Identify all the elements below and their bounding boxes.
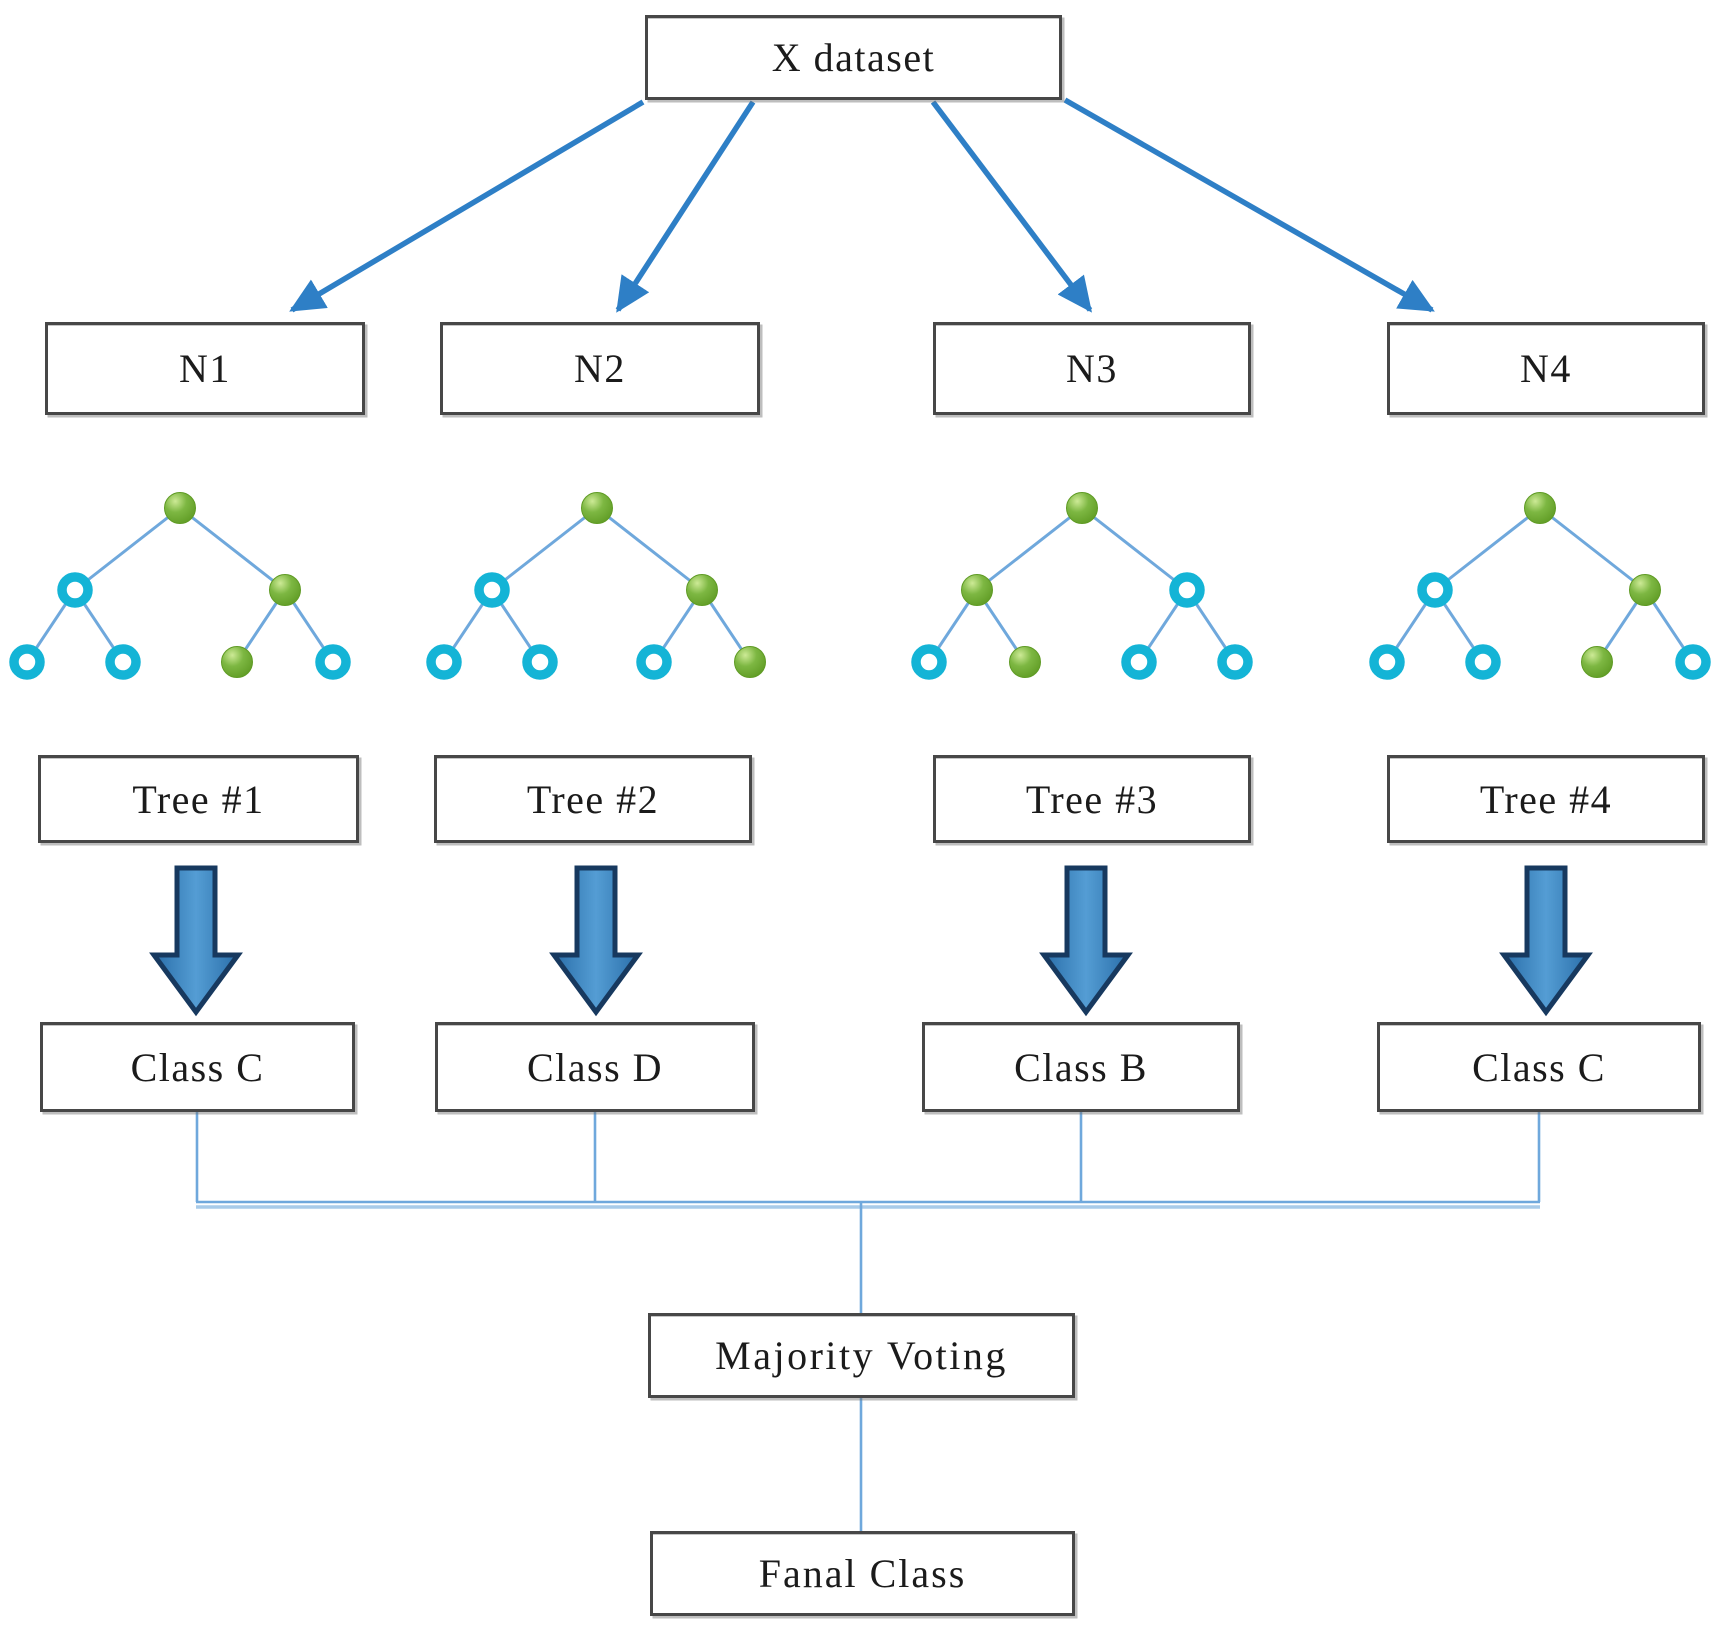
tree-box-3: Tree #3 <box>933 755 1251 843</box>
dataset-to-n1-arrow <box>289 99 645 313</box>
tree-branch-line <box>179 506 286 592</box>
class-box-4: Class C <box>1377 1022 1701 1112</box>
sample-box-n1: N1 <box>45 322 365 415</box>
tree-node-cyan <box>315 644 351 680</box>
tree-node-cyan <box>1217 644 1253 680</box>
decision-tree-3 <box>911 492 1253 680</box>
class-label-1: Class C <box>130 1044 265 1090</box>
tree-node-green <box>961 574 993 606</box>
tree-box-4: Tree #4 <box>1387 755 1705 843</box>
dataset-to-n4-arrow <box>1063 97 1435 313</box>
tree-label-4: Tree #4 <box>1479 776 1613 822</box>
class-box-2: Class D <box>435 1022 755 1112</box>
sample-box-n4: N4 <box>1387 322 1705 415</box>
sample-label-n1: N1 <box>179 346 231 391</box>
decision-tree-2 <box>426 492 766 680</box>
tree-node-cyan <box>57 572 93 608</box>
tree-node-cyan <box>1169 572 1205 608</box>
class-box-3: Class B <box>922 1022 1240 1112</box>
tree-label-1: Tree #1 <box>132 776 265 822</box>
final-class-box: Fanal Class <box>650 1531 1075 1616</box>
tree-node-green <box>581 492 613 524</box>
sample-label-n2: N2 <box>574 346 626 391</box>
tree-node-cyan <box>522 644 558 680</box>
class-label-2: Class D <box>526 1044 664 1090</box>
tree-node-cyan <box>1121 644 1157 680</box>
tree-branch-line <box>74 506 181 592</box>
sample-label-n4: N4 <box>1520 346 1572 391</box>
tree-node-green <box>1009 646 1041 678</box>
tree-node-cyan <box>426 644 462 680</box>
tree-box-1: Tree #1 <box>38 755 359 843</box>
result-arrows <box>149 865 1593 1017</box>
sample-box-n2: N2 <box>440 322 760 415</box>
block-arrow-down-4 <box>1499 865 1593 1017</box>
dataset-to-n3-arrow <box>930 100 1093 313</box>
tree-node-cyan <box>105 644 141 680</box>
tree-node-green <box>734 646 766 678</box>
tree-node-cyan <box>9 644 45 680</box>
block-arrow-down-1 <box>149 865 243 1017</box>
majority-voting-box: Majority Voting <box>648 1313 1075 1398</box>
tree-label-2: Tree #2 <box>526 776 660 822</box>
tree-box-2: Tree #2 <box>434 755 752 843</box>
tree-node-cyan <box>474 572 510 608</box>
tree-node-cyan <box>1369 644 1405 680</box>
class-label-3: Class B <box>1014 1044 1148 1090</box>
tree-node-green <box>1524 492 1556 524</box>
dataset-box: X dataset <box>645 15 1062 100</box>
tree-branch-line <box>491 506 598 592</box>
tree-node-green <box>164 492 196 524</box>
decision-tree-4 <box>1369 492 1711 680</box>
decision-trees <box>9 492 1711 680</box>
tree-branch-line <box>596 506 703 592</box>
sample-label-n3: N3 <box>1066 346 1118 391</box>
tree-node-cyan <box>1417 572 1453 608</box>
tree-node-cyan <box>1465 644 1501 680</box>
majority-voting-label: Majority Voting <box>715 1333 1008 1378</box>
tree-branch-line <box>976 506 1083 592</box>
class-box-1: Class C <box>40 1022 355 1112</box>
block-arrow-down-2 <box>549 865 643 1017</box>
tree-node-green <box>1629 574 1661 606</box>
tree-node-green <box>1581 646 1613 678</box>
tree-node-cyan <box>1675 644 1711 680</box>
decision-tree-1 <box>9 492 351 680</box>
tree-branch-line <box>1434 506 1541 592</box>
tree-node-green <box>221 646 253 678</box>
tree-node-cyan <box>911 644 947 680</box>
sample-box-n3: N3 <box>933 322 1251 415</box>
tree-branch-line <box>1081 506 1188 592</box>
tree-node-green <box>1066 492 1098 524</box>
class-label-4: Class C <box>1472 1044 1606 1090</box>
tree-node-cyan <box>636 644 672 680</box>
tree-branch-line <box>1539 506 1646 592</box>
final-class-label: Fanal Class <box>758 1551 967 1596</box>
dataset-to-n2-arrow <box>615 100 756 313</box>
tree-label-3: Tree #3 <box>1025 776 1159 822</box>
dataset-label: X dataset <box>771 35 936 80</box>
tree-node-green <box>686 574 718 606</box>
tree-node-green <box>269 574 301 606</box>
block-arrow-down-3 <box>1039 865 1133 1017</box>
